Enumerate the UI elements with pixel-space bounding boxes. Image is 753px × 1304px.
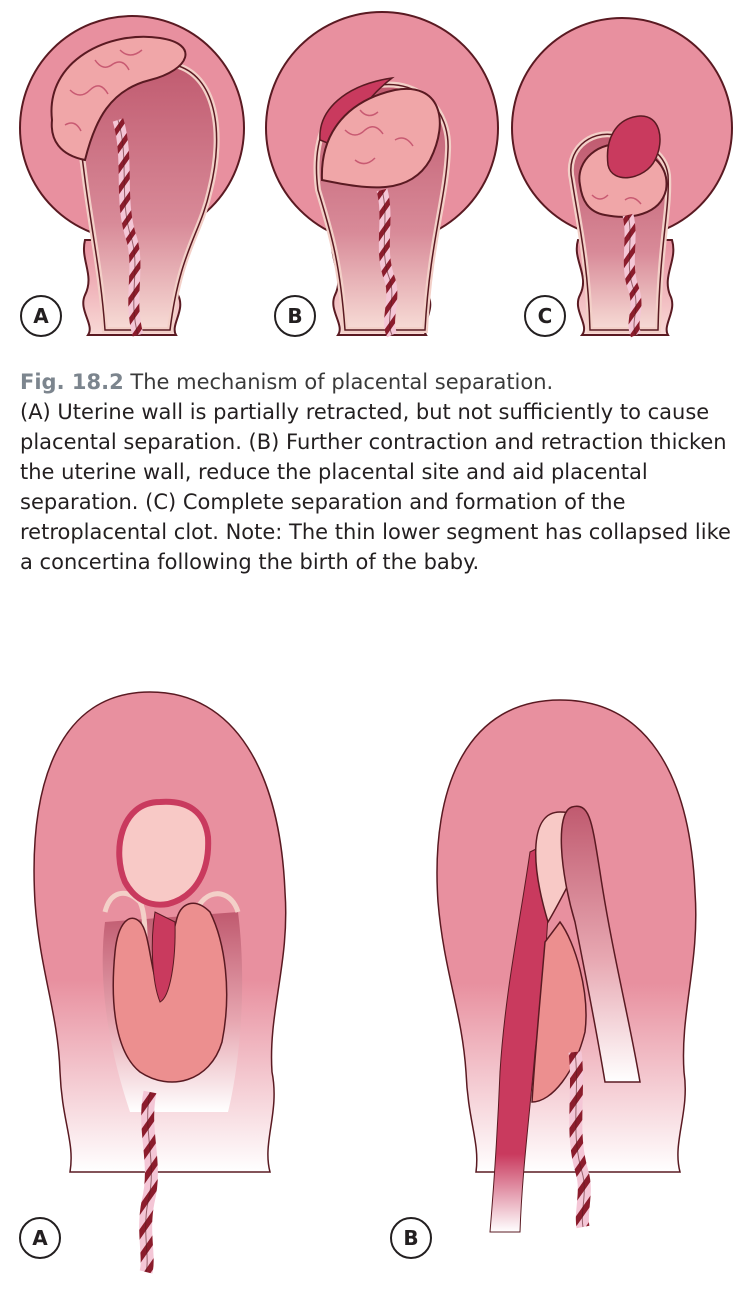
panel-b: B [265, 11, 499, 338]
expulsion-panel-b: B [390, 699, 697, 1259]
panel-a: A [19, 15, 245, 337]
figure-number: Fig. 18.2 [20, 370, 124, 394]
panel-label-a: A [33, 304, 49, 328]
placental-expulsion-diagram: A B [19, 691, 697, 1274]
expulsion-label-a: A [32, 1226, 48, 1250]
panel-label-c: C [538, 304, 553, 328]
figure-description: (A) Uterine wall is partially retracted,… [20, 400, 731, 574]
figure-caption: Fig. 18.2 The mechanism of placental sep… [20, 367, 740, 577]
expulsion-label-b: B [403, 1226, 418, 1250]
placental-separation-diagram: A B C [19, 11, 733, 338]
panel-label-b: B [287, 304, 302, 328]
panel-c: C [511, 17, 733, 338]
expulsion-panel-a: A [19, 691, 287, 1274]
figure-title: The mechanism of placental separation. [130, 370, 554, 394]
